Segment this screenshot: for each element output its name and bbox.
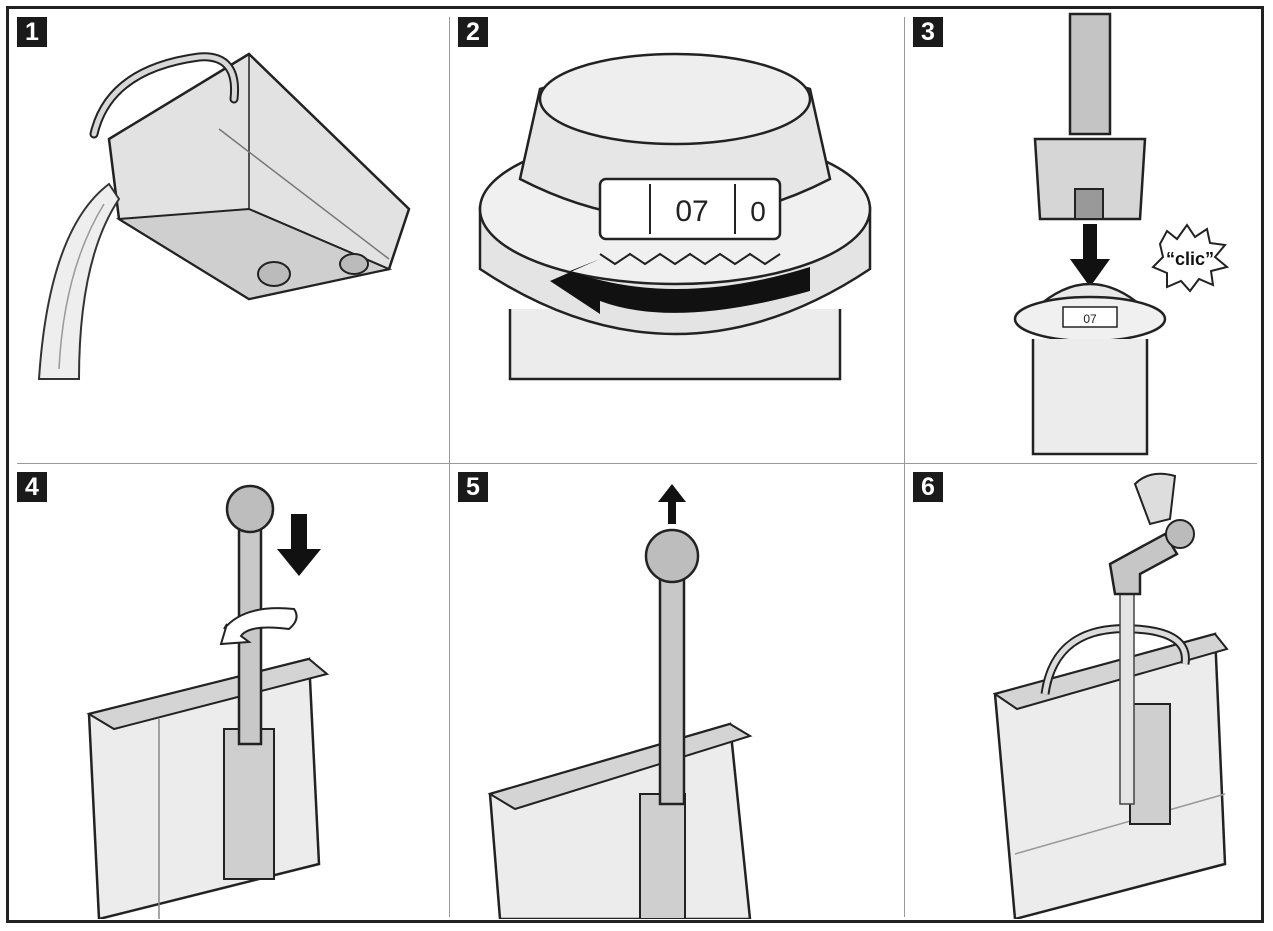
rotate-left-arrow-icon [550,259,810,314]
click-sound-label: “clic” [1166,249,1214,269]
twist-arrow-icon [219,607,298,646]
step-4-number: 4 [17,472,47,502]
small-dial-value: 07 [1083,312,1097,326]
divider-vertical-2 [904,17,905,917]
insert-filter-into-tank-illustration [86,484,330,919]
step-3-number: 3 [913,17,943,47]
step-6-panel: 6 [905,464,1257,919]
click-burst-icon [1151,223,1230,293]
filter-dial-illustration: 07 0 [478,52,872,381]
remove-tool-illustration [487,484,753,919]
arrow-down-icon [1070,224,1110,287]
divider-horizontal [17,463,1257,464]
step-2-number: 2 [458,17,488,47]
fill-tank-from-tap-illustration [992,472,1229,919]
step-5-panel: 5 [450,464,904,919]
hand-icon [1133,472,1177,526]
dial-side-value: 0 [750,196,766,227]
divider-vertical-1 [449,17,450,917]
step-1-panel: 1 [9,9,449,463]
tank-filled-from-jug-illustration [37,52,411,380]
step-2-panel: 2 07 0 [450,9,904,463]
step-1-number: 1 [17,17,47,47]
pull-up-arrow-icon [658,484,686,524]
filter-click-on-tool-illustration: “clic” 07 [1013,12,1230,456]
step-5-number: 5 [458,472,488,502]
step-3-panel: 3 “clic” 07 [905,9,1257,463]
tap-icon [1108,532,1179,596]
instruction-diagram: 1 2 [6,6,1264,923]
step-6-number: 6 [913,472,943,502]
push-down-arrow-icon [277,514,321,576]
dial-main-value: 07 [675,195,708,228]
step-4-panel: 4 [9,464,449,919]
